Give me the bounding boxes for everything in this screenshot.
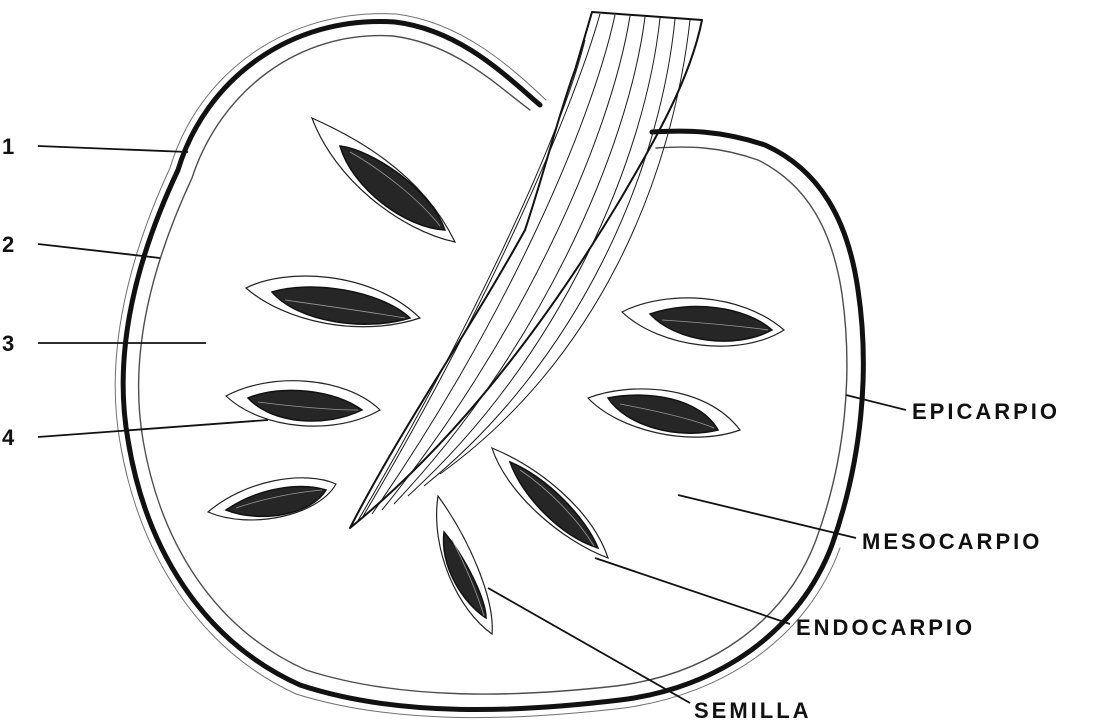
fruit-inner-outline — [139, 36, 847, 694]
label-number-2: 2 — [2, 232, 14, 257]
label-endocarpio: ENDOCARPIO — [796, 615, 975, 640]
seed — [437, 496, 493, 634]
leader-line-1 — [38, 146, 188, 152]
seed — [492, 448, 608, 558]
leader-lines — [38, 146, 906, 703]
label-number-1: 1 — [2, 134, 14, 159]
label-number-4: 4 — [2, 425, 15, 450]
label-mesocarpio: MESOCARPIO — [862, 529, 1042, 554]
stem-fiber — [356, 40, 585, 524]
leader-line-epicarpio — [846, 395, 906, 410]
leader-line-semilla — [488, 588, 690, 703]
label-epicarpio: EPICARPIO — [912, 399, 1060, 424]
fruit-epicarp-outline — [123, 21, 863, 709]
leader-line-mesocarpio — [678, 495, 856, 538]
number-labels: 1 2 3 4 — [2, 134, 15, 450]
seed — [312, 118, 455, 242]
term-labels: EPICARPIO MESOCARPIO ENDOCARPIO SEMILLA — [694, 399, 1060, 723]
leader-line-endocarpio — [595, 558, 790, 624]
leader-line-2 — [38, 244, 160, 258]
leader-line-4 — [38, 420, 268, 437]
seed — [208, 478, 336, 520]
stem-outline — [350, 12, 702, 528]
label-number-3: 3 — [2, 331, 14, 356]
seed — [226, 381, 380, 426]
seed — [622, 298, 784, 346]
fruit-stem — [350, 12, 702, 528]
seed — [588, 389, 740, 437]
seed — [246, 276, 420, 327]
label-semilla: SEMILLA — [694, 698, 812, 723]
